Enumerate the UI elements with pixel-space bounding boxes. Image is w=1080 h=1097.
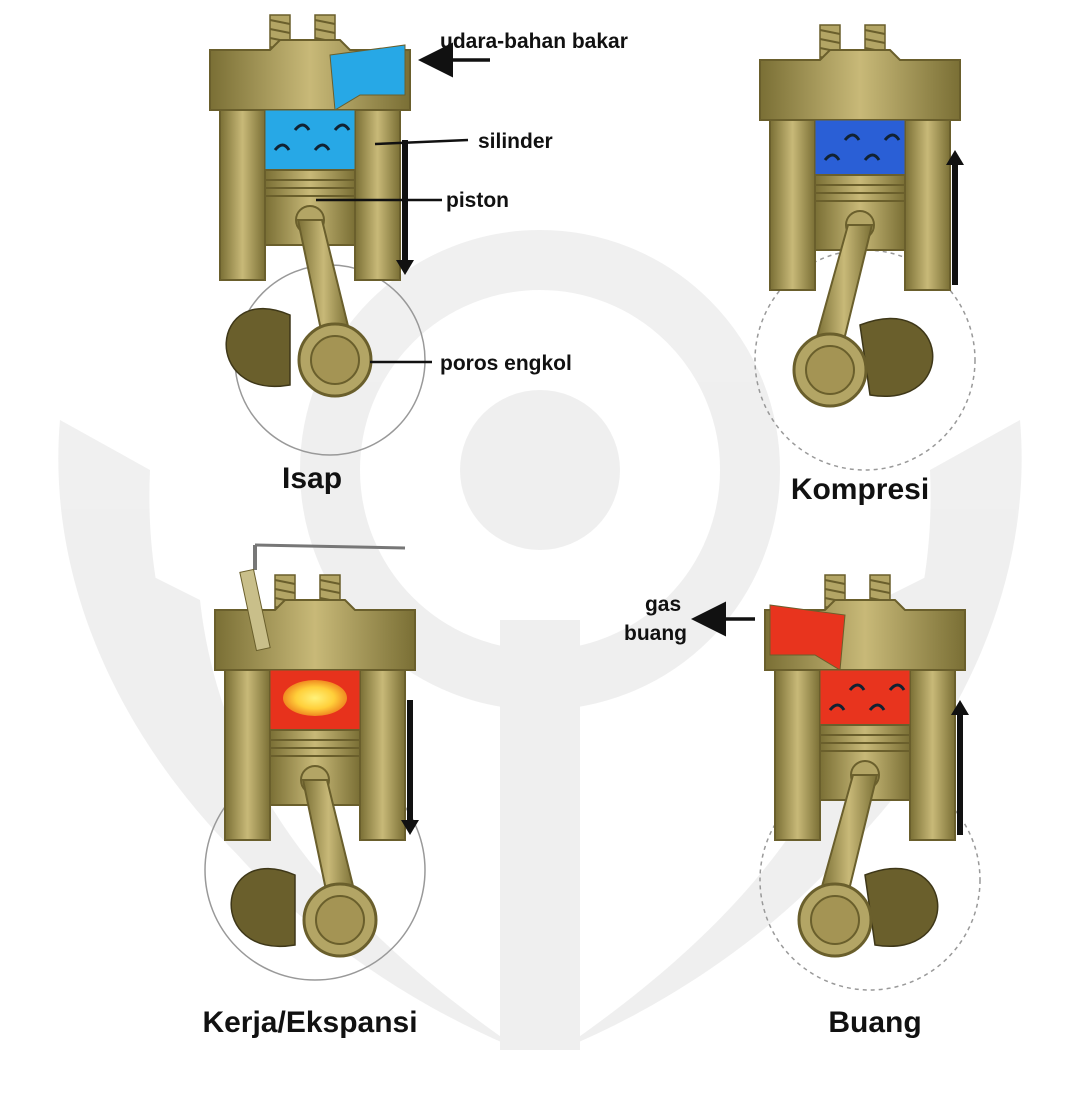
caption-buang: Buang — [828, 1006, 921, 1039]
cylinder-head — [215, 600, 415, 670]
piston-label: piston — [446, 189, 509, 212]
cylinder-wall-left — [775, 670, 820, 840]
caption-kerja-ekspansi: Kerja/Ekspansi — [202, 1006, 417, 1039]
crank-counterweight — [860, 319, 933, 397]
cylinder-wall-right — [905, 120, 950, 290]
cylinder-wall-right — [360, 670, 405, 840]
crankshaft-journal — [806, 346, 854, 394]
crankshaft-journal — [316, 896, 364, 944]
cylinder-label: silinder — [478, 130, 553, 153]
engine-kerja — [205, 545, 425, 980]
caption-kompresi: Kompresi — [791, 473, 929, 506]
combustion-flame-icon — [283, 680, 347, 716]
engine-kompresi — [755, 25, 975, 470]
cylinder-wall-left — [770, 120, 815, 290]
combustion-chamber — [265, 110, 355, 170]
crankshaft-journal — [811, 896, 859, 944]
crank-counterweight — [231, 869, 295, 947]
cylinder-wall-right — [355, 110, 400, 280]
cylinder-wall-left — [225, 670, 270, 840]
cylinder-wall-right — [910, 670, 955, 840]
crankshaft-label: poros engkol — [440, 352, 572, 375]
crank-counterweight — [865, 869, 938, 947]
engine-isap — [210, 15, 425, 455]
intake-label: udara-bahan bakar — [440, 30, 628, 53]
combustion-chamber — [820, 670, 910, 725]
combustion-chamber — [815, 120, 905, 175]
cylinder-head — [760, 50, 960, 120]
cylinder-wall-left — [220, 110, 265, 280]
caption-isap: Isap — [282, 462, 342, 495]
engine-buang — [760, 575, 980, 990]
crankshaft-journal — [311, 336, 359, 384]
